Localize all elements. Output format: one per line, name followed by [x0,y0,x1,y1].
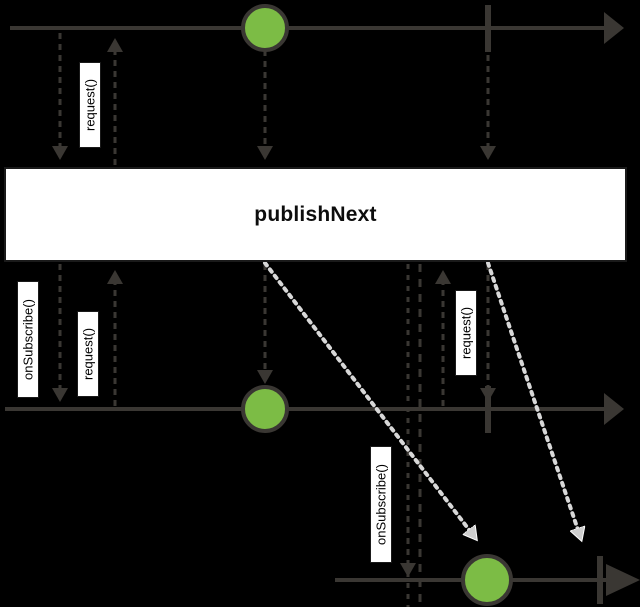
published-timeline-arrowhead [604,393,624,425]
second-subscriber-marble[interactable] [461,554,513,606]
label-onsubscribe-left-text: onSubscribe() [20,299,36,380]
source-timeline [10,4,624,52]
label-request-left-text: request() [80,327,96,381]
signals-lower [52,264,496,607]
label-request-top-text: request() [82,78,98,132]
label-onsubscribe-left: onSubscribe() [17,281,39,398]
source-marble[interactable] [241,4,289,52]
operator-box[interactable]: publishNext [4,167,627,262]
signal-diagonal-onsubscribe [263,261,470,531]
label-request-right: request() [455,290,477,376]
source-timeline-arrowhead [604,12,624,44]
label-onsubscribe-bottom: onSubscribe() [370,446,392,563]
published-timeline [5,385,624,433]
second-subscriber-timeline-arrowhead [606,564,640,596]
signal-diagonal-onnext [486,261,578,530]
label-request-right-text: request() [458,306,474,360]
signals-diagonal [263,261,578,531]
label-request-top: request() [79,62,101,148]
operator-label: publishNext [254,202,377,226]
published-marble[interactable] [241,385,289,433]
second-subscriber-timeline [335,554,640,606]
signals-upper [52,33,496,165]
label-request-left: request() [77,311,99,397]
label-onsubscribe-bottom-text: onSubscribe() [373,464,389,545]
